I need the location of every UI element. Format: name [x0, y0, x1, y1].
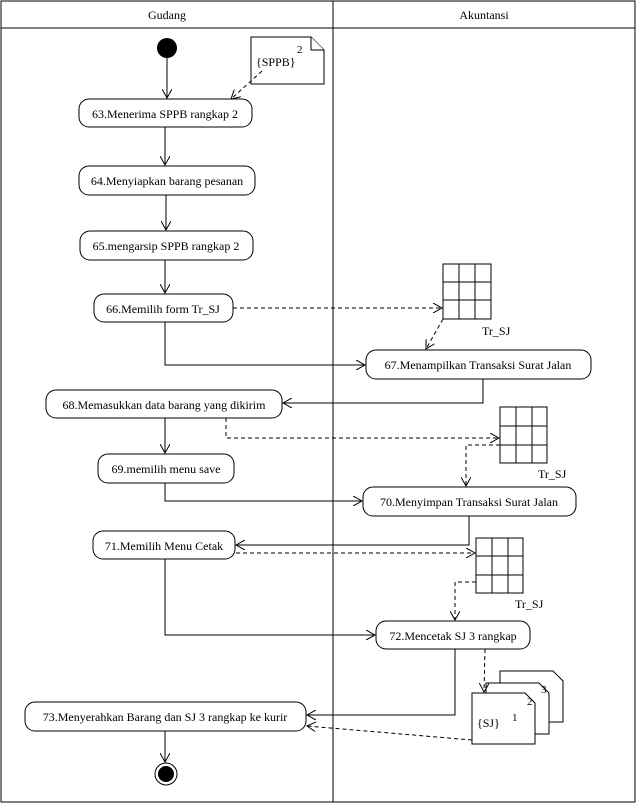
activity-72: [375, 620, 531, 650]
tr-sj-table-2: [499, 406, 548, 464]
sppb-label: {SPPB}: [256, 55, 296, 69]
control-flows: [165, 58, 484, 762]
tr-sj-table-1-label: Tr_SJ: [482, 324, 511, 338]
activity-68-label: 68.Memasukkan data barang yang dikirim: [63, 398, 267, 412]
sj-page-2: 2: [527, 696, 533, 708]
activity-70-label: 70.Menyimpan Transaksi Surat Jalan: [380, 495, 558, 509]
activity-63-label: 63.Menerima SPPB rangkap 2: [92, 107, 238, 121]
final-node: [154, 762, 178, 786]
sppb-document: [250, 36, 325, 85]
initial-node: [157, 38, 177, 58]
tr-sj-table-3: [475, 537, 524, 594]
sj-document-stack: [471, 670, 564, 745]
activity-66-label: 66.Memilih form Tr_SJ: [106, 302, 220, 316]
tr-sj-table-1: [442, 263, 492, 320]
sj-page-1: 1: [512, 712, 518, 724]
activity-73-label: 73.Menyerahkan Barang dan SJ 3 rangkap k…: [43, 710, 288, 724]
lane-title-gudang: Gudang: [148, 8, 186, 22]
sppb-count: 2: [297, 44, 303, 56]
sj-page-3: 3: [541, 684, 547, 696]
activity-65: [79, 230, 254, 261]
activity-67: [365, 349, 592, 380]
object-flows: [225, 70, 500, 741]
activity-67-label: 67.Menampilkan Transaksi Surat Jalan: [385, 358, 572, 372]
activity-65-label: 65.mengarsip SPPB rangkap 2: [93, 239, 240, 253]
activity-64-label: 64.Menyiapkan barang pesanan: [91, 174, 243, 188]
tr-sj-table-3-label: Tr_SJ: [515, 597, 544, 611]
activity-69: [97, 453, 235, 484]
sj-doc-label: {SJ}: [477, 716, 500, 730]
activity-71-label: 71.Memilih Menu Cetak: [105, 539, 223, 553]
activity-64: [78, 165, 256, 196]
activity-69-label: 69.memilih menu save: [112, 462, 221, 476]
tr-sj-table-2-label: Tr_SJ: [538, 467, 567, 481]
activity-72-label: 72.Mencetak SJ 3 rangkap: [389, 629, 516, 643]
lane-title-akuntansi: Akuntansi: [459, 8, 509, 22]
